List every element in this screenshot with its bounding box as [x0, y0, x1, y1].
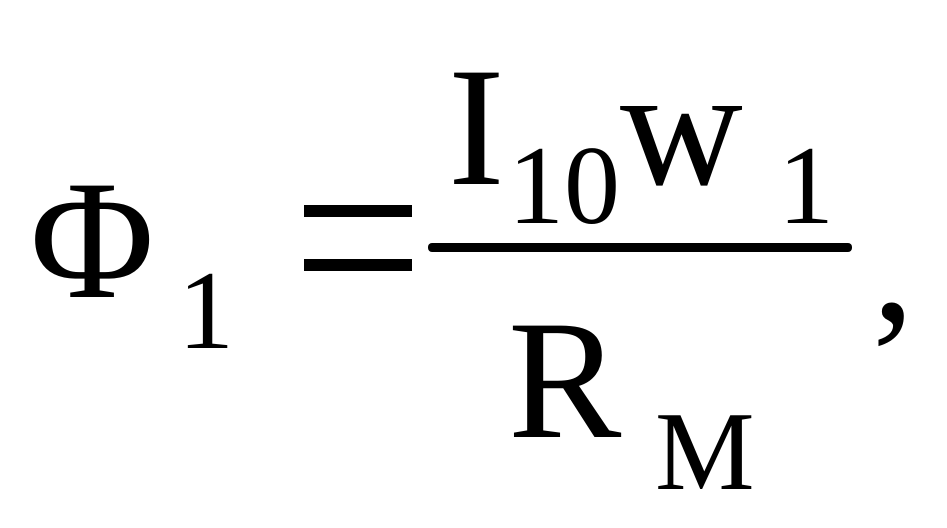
- denominator-reluctance-symbol: R: [508, 286, 622, 474]
- flux-subscript: 1: [178, 249, 234, 373]
- numerator-turns-symbol: w: [620, 33, 743, 221]
- flux-symbol: Φ: [30, 146, 155, 334]
- fraction-bar: [428, 243, 852, 252]
- equals-bar-bottom: [304, 259, 412, 271]
- equals-bar-top: [304, 205, 412, 217]
- numerator-turns-subscript: 1: [778, 124, 834, 248]
- numerator-current-symbol: I: [448, 33, 505, 221]
- trailing-comma: ,: [872, 169, 915, 357]
- denominator-reluctance-subscript: M: [655, 390, 755, 514]
- numerator-current-subscript: 10: [508, 124, 620, 248]
